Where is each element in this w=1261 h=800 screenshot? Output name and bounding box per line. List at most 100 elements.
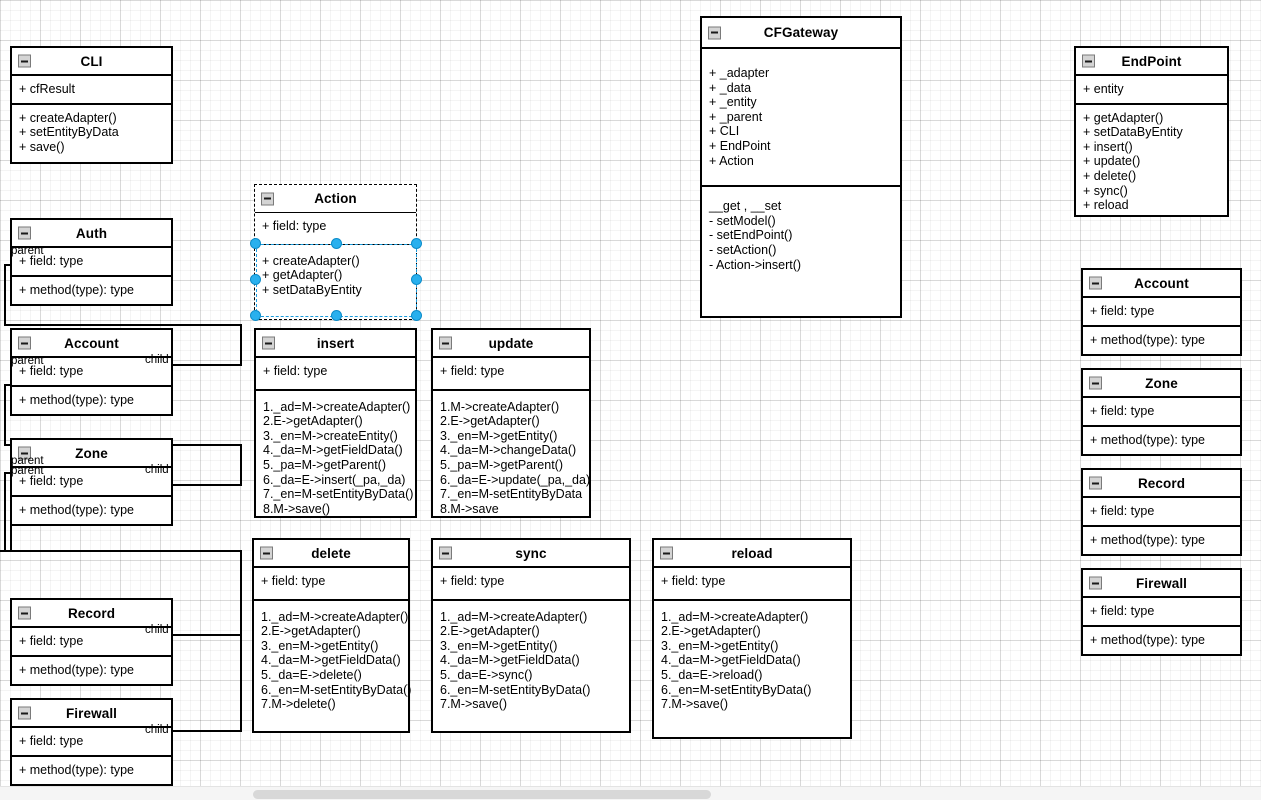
resize-handle-ne[interactable]: [411, 238, 422, 249]
resize-handle-w[interactable]: [250, 274, 261, 285]
attribute-line: + field: type: [440, 574, 505, 588]
class-operations-record-right: + method(type): type: [1083, 527, 1240, 554]
connector-record-child-stub[interactable]: [172, 634, 242, 636]
connector-zone-to-record-firewall[interactable]: [0, 550, 242, 552]
class-box-zone-left[interactable]: Zone + field: type + method(type): type: [10, 438, 173, 526]
operation-line: + setEntityByData: [19, 125, 119, 140]
class-box-record-right[interactable]: Record + field: type + method(type): typ…: [1081, 468, 1242, 556]
operation-line: + method(type): type: [1090, 332, 1205, 347]
collapse-minus-icon[interactable]: [262, 336, 275, 350]
connector-account-parent-vertical[interactable]: [4, 384, 6, 446]
class-header-record-left: Record: [12, 600, 171, 628]
class-operations-zone-right: + method(type): type: [1083, 427, 1240, 454]
class-box-cfgateway[interactable]: CFGateway + _adapter + _data + _entity +…: [700, 16, 902, 318]
class-header-delete: delete: [254, 540, 408, 568]
operation-line: 6._en=M-setEntityByData(): [440, 682, 591, 697]
collapse-minus-icon[interactable]: [18, 54, 31, 68]
class-title: EndPoint: [1121, 53, 1182, 69]
class-attributes-endpoint: + entity: [1076, 76, 1227, 105]
connector-zone-child-vertical[interactable]: [240, 444, 242, 486]
collapse-minus-icon[interactable]: [439, 546, 452, 560]
class-operations-cfgateway: __get , __set - setModel() - setEndPoint…: [702, 187, 900, 278]
attribute-line: + CLI: [709, 124, 740, 139]
operation-line: 4._da=M->getFieldData(): [263, 443, 403, 458]
collapse-minus-icon[interactable]: [439, 336, 452, 350]
attribute-line: + entity: [1083, 82, 1124, 96]
collapse-minus-icon[interactable]: [18, 706, 31, 720]
class-attributes-record-right: + field: type: [1083, 498, 1240, 527]
operation-line: 1._ad=M->createAdapter(): [661, 609, 809, 624]
class-box-firewall-left[interactable]: Firewall + field: type + method(type): t…: [10, 698, 173, 786]
resize-handle-n[interactable]: [331, 238, 342, 249]
collapse-minus-icon[interactable]: [18, 606, 31, 620]
connector-label-auth-parent: parent: [11, 245, 44, 257]
operation-line: 7.M->save(): [440, 697, 508, 712]
collapse-minus-icon[interactable]: [1082, 54, 1095, 68]
class-box-delete[interactable]: delete + field: type 1._ad=M->createAdap…: [252, 538, 411, 733]
class-box-record-left[interactable]: Record + field: type + method(type): typ…: [10, 598, 173, 686]
class-attributes-account-right: + field: type: [1083, 298, 1240, 327]
operation-line: + setDataByEntity: [262, 282, 362, 297]
connector-account-child-vertical[interactable]: [240, 324, 242, 366]
class-box-firewall-right[interactable]: Firewall + field: type + method(type): t…: [1081, 568, 1242, 656]
class-box-action[interactable]: Action + field: type + createAdapter() +…: [254, 184, 417, 320]
class-box-auth[interactable]: Auth + field: type + method(type): type: [10, 218, 173, 306]
class-box-zone-right[interactable]: Zone + field: type + method(type): type: [1081, 368, 1242, 456]
resize-handle-sw[interactable]: [250, 310, 261, 321]
operation-line: 2.E->getAdapter(): [263, 414, 363, 429]
collapse-minus-icon[interactable]: [1089, 576, 1102, 590]
connector-auth-to-account[interactable]: [4, 324, 242, 326]
connector-zone-parent-a-vertical[interactable]: [4, 472, 6, 552]
class-header-zone-left: Zone: [12, 440, 171, 468]
connector-label-record-child: child: [145, 624, 169, 636]
collapse-minus-icon[interactable]: [1089, 476, 1102, 490]
class-box-insert[interactable]: insert + field: type 1._ad=M->createAdap…: [254, 328, 417, 518]
connector-account-child-stub[interactable]: [172, 364, 242, 366]
collapse-minus-icon[interactable]: [18, 446, 31, 460]
collapse-minus-icon[interactable]: [18, 226, 31, 240]
operation-line: - setAction(): [709, 242, 777, 257]
class-header-cfgateway: CFGateway: [702, 18, 900, 49]
class-box-sync[interactable]: sync + field: type 1._ad=M->createAdapte…: [431, 538, 631, 733]
class-header-cli: CLI: [12, 48, 171, 76]
collapse-minus-icon[interactable]: [1089, 276, 1102, 290]
connector-zone-child-stub[interactable]: [172, 484, 242, 486]
class-box-account-right[interactable]: Account + field: type + method(type): ty…: [1081, 268, 1242, 356]
class-operations-account-right: + method(type): type: [1083, 327, 1240, 354]
collapse-minus-icon[interactable]: [18, 336, 31, 350]
class-box-reload[interactable]: reload + field: type 1._ad=M->createAdap…: [652, 538, 852, 739]
operation-line: + getAdapter(): [262, 268, 343, 283]
operation-line: - setEndPoint(): [709, 228, 793, 243]
collapse-minus-icon[interactable]: [1089, 376, 1102, 390]
collapse-minus-icon[interactable]: [261, 192, 274, 205]
class-title: Account: [64, 335, 119, 351]
horizontal-scrollbar-thumb[interactable]: [253, 790, 711, 799]
operation-line: + method(type): type: [19, 392, 134, 407]
resize-handle-se[interactable]: [411, 310, 422, 321]
connector-auth-parent-vertical[interactable]: [4, 264, 6, 326]
attribute-line: + field: type: [1090, 604, 1155, 618]
operation-line: + save(): [19, 139, 65, 154]
class-box-account-left[interactable]: Account + field: type + method(type): ty…: [10, 328, 173, 416]
class-title: Zone: [75, 445, 108, 461]
operation-line: + setDataByEntity: [1083, 125, 1183, 140]
class-operations-action[interactable]: + createAdapter() + getAdapter() + setDa…: [255, 245, 416, 304]
attribute-line: + _data: [709, 80, 752, 95]
collapse-minus-icon[interactable]: [260, 546, 273, 560]
class-box-cli[interactable]: CLI + cfResult + createAdapter() + setEn…: [10, 46, 173, 164]
class-box-endpoint[interactable]: EndPoint + entity + getAdapter() + setDa…: [1074, 46, 1229, 217]
class-operations-sync: 1._ad=M->createAdapter() 2.E->getAdapter…: [433, 601, 629, 718]
resize-handle-nw[interactable]: [250, 238, 261, 249]
operation-line: 2.E->getAdapter(): [440, 624, 540, 639]
resize-handle-s[interactable]: [331, 310, 342, 321]
connector-firewall-child-stub[interactable]: [172, 730, 242, 732]
collapse-minus-icon[interactable]: [708, 26, 721, 39]
operation-line: 3._en=M->getEntity(): [440, 428, 558, 443]
class-box-update[interactable]: update + field: type 1.M->createAdapter(…: [431, 328, 591, 518]
connector-record-firewall-vertical[interactable]: [240, 550, 242, 732]
collapse-minus-icon[interactable]: [660, 546, 673, 560]
resize-handle-e[interactable]: [411, 274, 422, 285]
class-attributes-update: + field: type: [433, 358, 589, 391]
horizontal-scrollbar-track[interactable]: [0, 786, 1261, 800]
